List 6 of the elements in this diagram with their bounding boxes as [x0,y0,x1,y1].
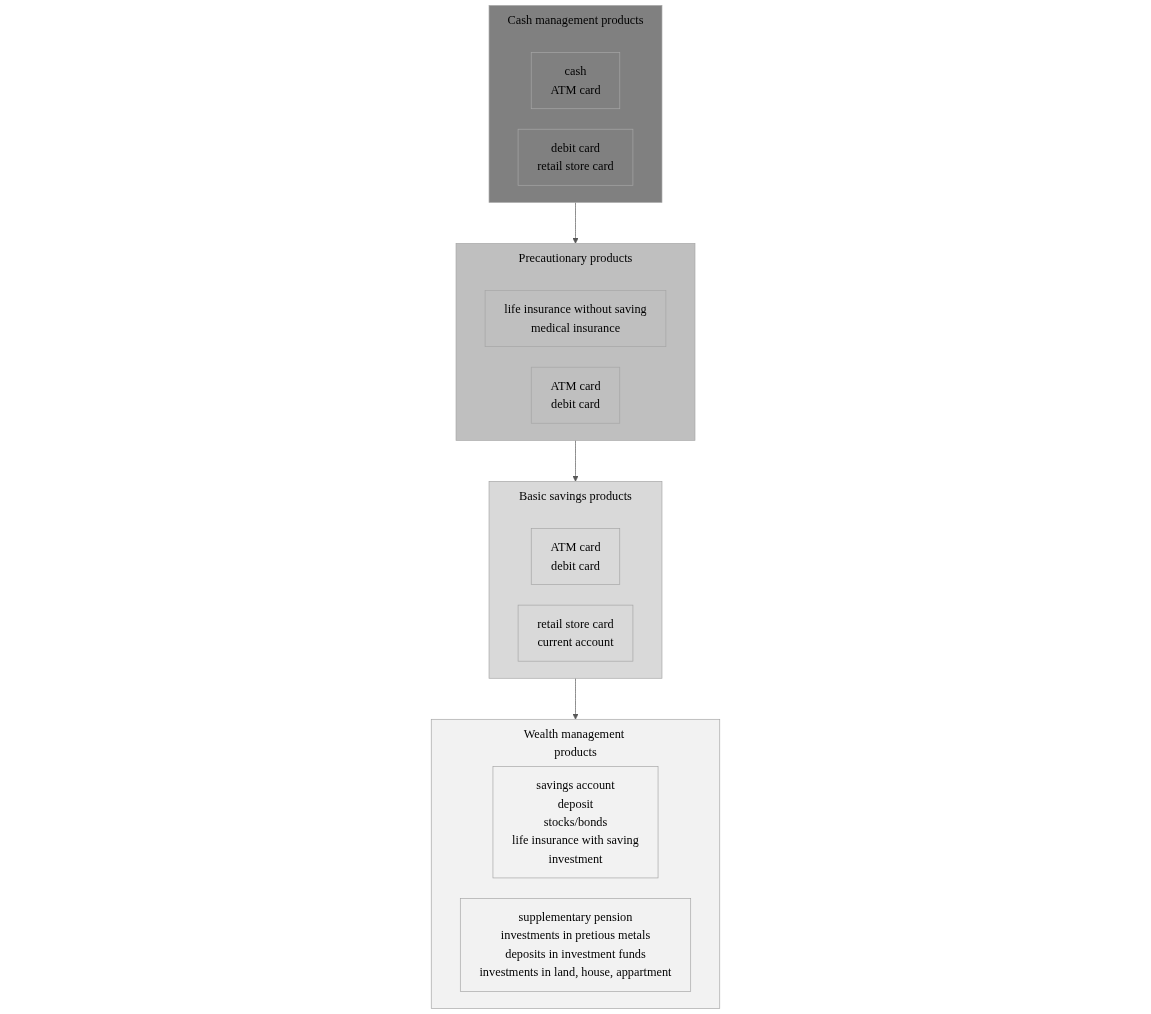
node-box: supplementary pension investments in pretious metals deposits in investment funds investments in land, house, appartment [459,898,692,992]
node-box: retail store card current account [517,604,634,662]
node-box: savings account deposit stocks/bonds life insurance with saving investment [492,766,659,879]
node-box: cash ATM card [530,52,621,110]
node-box: ATM card debit card [530,528,621,585]
node-box: debit card retail store card [517,128,634,186]
